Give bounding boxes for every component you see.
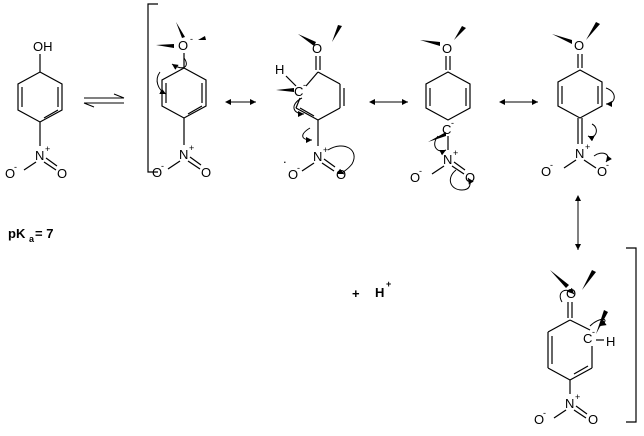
atoms-minus: - <box>161 161 164 171</box>
atoms-o: O <box>534 412 544 427</box>
atoms-plus: + <box>45 144 50 154</box>
atoms-o: O <box>410 170 420 185</box>
atoms-o: O <box>336 167 346 182</box>
resonance-structure-1: O - N + O - O <box>152 22 211 180</box>
atoms-minus: - <box>303 80 306 90</box>
atoms-o: O <box>442 41 452 56</box>
atoms-o: O <box>574 38 584 53</box>
proton-byproduct: + H + <box>352 279 391 301</box>
nitro-o-label: O <box>57 166 67 181</box>
atoms-o: O <box>465 170 475 185</box>
atoms-minus: - <box>451 118 454 128</box>
atoms-h: H <box>606 334 615 349</box>
labels-pka-rest: = 7 <box>35 226 53 241</box>
atoms-c: C <box>442 122 451 137</box>
atoms-n: N <box>443 152 452 167</box>
p-nitrophenol: OH N + O - O <box>5 39 67 181</box>
resonance-structure-3: O C - N + O - O <box>410 26 475 191</box>
right-bracket <box>626 247 637 423</box>
atoms-minus: - <box>419 166 422 176</box>
atoms-minus: - <box>543 408 546 418</box>
atoms-plus: + <box>323 145 328 155</box>
atoms-o: O <box>152 165 162 180</box>
atoms-o: O <box>588 412 598 427</box>
atoms-minus: - <box>14 162 17 172</box>
atoms-c: C <box>583 331 592 346</box>
labels-proton-h: H <box>375 285 384 300</box>
labels-proton-charge: + <box>386 279 391 289</box>
atoms-o: O <box>541 164 551 179</box>
atoms-n: N <box>179 147 188 162</box>
atoms-c: C <box>294 84 303 99</box>
labels-pka-p: pK <box>8 226 26 241</box>
left-bracket <box>147 3 158 173</box>
resonance-structure-5: O C - H N + O - O <box>534 270 615 427</box>
atoms-o: O <box>288 167 298 182</box>
labels-pka-sub: a <box>29 234 35 244</box>
atoms-minus: - <box>606 160 609 170</box>
atoms-minus: - <box>592 327 595 337</box>
atoms-o: O <box>201 165 211 180</box>
atoms-plus: + <box>189 143 194 153</box>
nitro-n-label: N <box>35 148 44 163</box>
atoms-minus: - <box>190 34 193 44</box>
equilibrium-arrow <box>83 93 125 108</box>
atoms-plus: + <box>453 148 458 158</box>
nitro-o-minus-label: O <box>5 166 15 181</box>
resonance-structure-4: O N + O - O - <box>541 22 615 179</box>
hydroxyl-label: OH <box>33 39 53 54</box>
atoms-h: H <box>275 62 284 77</box>
atoms-o: O <box>178 38 188 53</box>
atoms-o: O <box>312 41 322 56</box>
atoms-plus: + <box>585 142 590 152</box>
atoms-n: N <box>565 396 574 411</box>
atoms-plus: + <box>575 392 580 402</box>
atoms-minus: - <box>550 160 553 170</box>
atoms-n: N <box>313 149 322 164</box>
resonance-structure-2: O H C - N + O - O . <box>275 25 355 182</box>
atoms-radical-dot: . <box>283 151 287 166</box>
atoms-o: O <box>566 286 576 301</box>
atoms-o: O <box>597 164 607 179</box>
pka-label: pK a = 7 <box>8 226 53 244</box>
labels-plus-sign: + <box>352 286 360 301</box>
atoms-n: N <box>575 146 584 161</box>
atoms-minus: - <box>297 163 300 173</box>
